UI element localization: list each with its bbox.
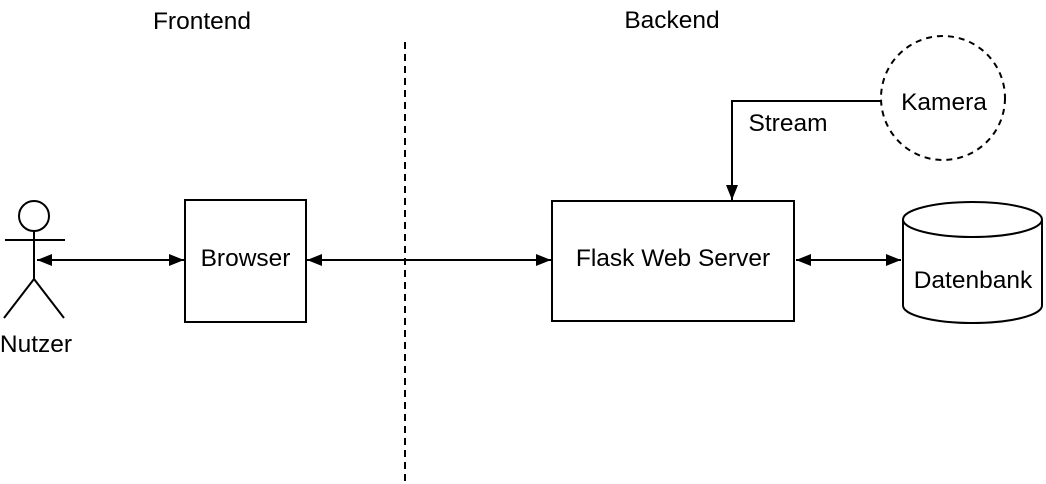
datenbank-cylinder-top [902, 201, 1043, 238]
kamera-circle [880, 35, 1006, 161]
node-label-nutzer: Nutzer [0, 331, 72, 358]
node-label-flask-server: Flask Web Server [576, 245, 770, 272]
zone-label-frontend: Frontend [153, 8, 251, 35]
node-label-kamera: Kamera [901, 89, 987, 116]
datenbank-cylinder-body [902, 219, 1043, 324]
edge-label-stream: Stream [749, 110, 828, 137]
node-label-browser: Browser [201, 245, 291, 272]
node-nutzer-actor: Nutzer [0, 200, 72, 358]
node-kamera: Kamera [880, 35, 1006, 161]
node-browser: Browser [184, 199, 307, 323]
zone-label-backend: Backend [624, 7, 719, 34]
node-label-datenbank: Datenbank [914, 267, 1033, 294]
actor-left-leg [3, 278, 35, 319]
edge-kamera-flask [726, 100, 881, 200]
actor-head [18, 200, 50, 232]
node-flask-server: Flask Web Server [551, 200, 795, 322]
flask-server-box [551, 200, 795, 322]
actor-right-leg [33, 278, 65, 319]
browser-box [184, 199, 307, 323]
node-datenbank: Datenbank [902, 201, 1043, 324]
